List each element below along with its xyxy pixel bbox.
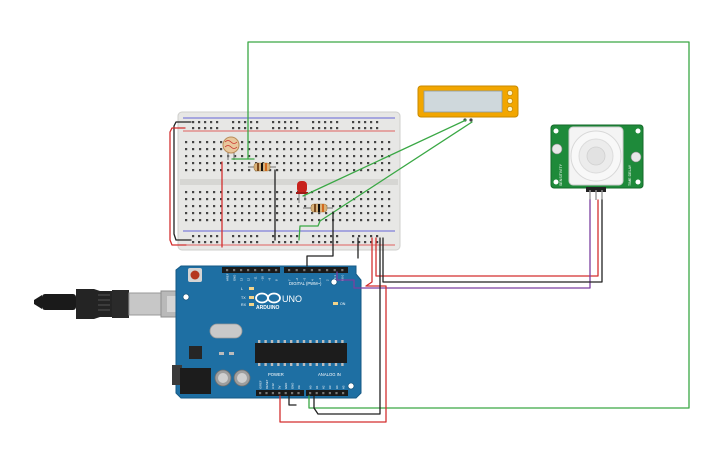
wire-red-long[interactable] <box>279 237 387 423</box>
reset-button[interactable] <box>188 268 202 282</box>
resistor-2-icon[interactable] <box>303 203 333 213</box>
tx-label: TX <box>241 296 246 300</box>
analog-pin-label: A0 <box>308 385 312 389</box>
digital-pin-label: ~6 <box>295 277 299 281</box>
wire-purple-signal[interactable] <box>336 199 591 289</box>
rx-label: RX <box>241 303 247 307</box>
wire-red-5v[interactable] <box>375 199 599 277</box>
power-analog-pins <box>259 392 345 395</box>
wire-black-rail[interactable] <box>173 121 192 241</box>
power-pin-label: GND <box>290 383 294 389</box>
wire-black-long[interactable] <box>313 237 381 415</box>
digital-pin-label: 4 <box>310 279 314 281</box>
top-rail-holes <box>192 121 379 244</box>
digital-pin-label: 13 <box>240 277 244 281</box>
wires <box>169 41 690 423</box>
analog-pin-label: A5 <box>341 385 345 389</box>
wire-black-pir[interactable] <box>382 199 603 283</box>
digital-pin-label: 8 <box>275 279 279 281</box>
wire-black-led[interactable] <box>306 211 334 267</box>
arduino-brand: ARDUINO <box>256 305 279 311</box>
digital-pin-label: ~10 <box>261 276 265 281</box>
digital-pin-label: TX 1 <box>333 275 337 281</box>
resistor-icon[interactable] <box>248 162 276 172</box>
power-label: POWER <box>268 372 284 377</box>
pir-left-label: SENSITIVITY <box>559 163 563 186</box>
arduino-model: UNO <box>282 294 302 304</box>
pir-sensor[interactable]: SENSITIVITY TIME DELAY <box>550 124 644 200</box>
analog-pin-label: A3 <box>328 385 332 389</box>
power-pin-label: 3.3V <box>271 383 275 389</box>
power-pin-label: GND <box>284 383 288 389</box>
breadboard[interactable] <box>177 111 401 251</box>
digital-pin-label: ~3 <box>318 277 322 281</box>
wire-green-meter-2[interactable] <box>298 121 473 241</box>
photoresistor-icon[interactable] <box>222 136 240 160</box>
power-pin-label: RESET <box>265 379 269 389</box>
power-pin-label: 5V <box>278 385 282 389</box>
power-pin-label: Vin <box>297 385 301 389</box>
analog-pin-label: A1 <box>315 385 319 389</box>
on-label: ON <box>340 302 346 306</box>
wire-black-gnd2[interactable] <box>288 395 297 406</box>
wire-green-meter-1[interactable] <box>302 119 467 197</box>
digital-pin-label: ~11 <box>254 276 258 281</box>
usb-cable-icon <box>34 289 198 319</box>
digital-pin-label: ~9 <box>268 277 272 281</box>
analog-pin-label: A4 <box>335 385 339 389</box>
wire-green-loop[interactable] <box>247 41 690 409</box>
power-pin-label: IOREF <box>258 380 262 389</box>
wire-red-rail[interactable] <box>169 127 187 246</box>
digital-pin-label: RX 0 <box>341 274 345 281</box>
digital-pin-label: 2 <box>326 279 330 281</box>
digital-label: DIGITAL (PWM~) <box>289 281 322 286</box>
analog-pin-label: A2 <box>322 385 326 389</box>
digital-pin-label: 12 <box>247 277 251 281</box>
chip-pins <box>258 340 344 366</box>
pir-right-label: TIME DELAY <box>628 164 632 186</box>
digital-pin-label: ~5 <box>303 277 307 281</box>
pir-dome-icon <box>568 126 624 186</box>
analog-label: ANALOG IN <box>318 372 341 377</box>
digital-header-pins <box>226 269 344 272</box>
lcd-display[interactable] <box>417 85 519 122</box>
l-label: L <box>241 287 243 291</box>
digital-pin-label: 7 <box>288 279 292 281</box>
digital-pin-label: AREF <box>226 273 230 281</box>
digital-pin-label: GND <box>233 275 237 281</box>
arduino-infinity-logo-icon <box>255 292 281 304</box>
